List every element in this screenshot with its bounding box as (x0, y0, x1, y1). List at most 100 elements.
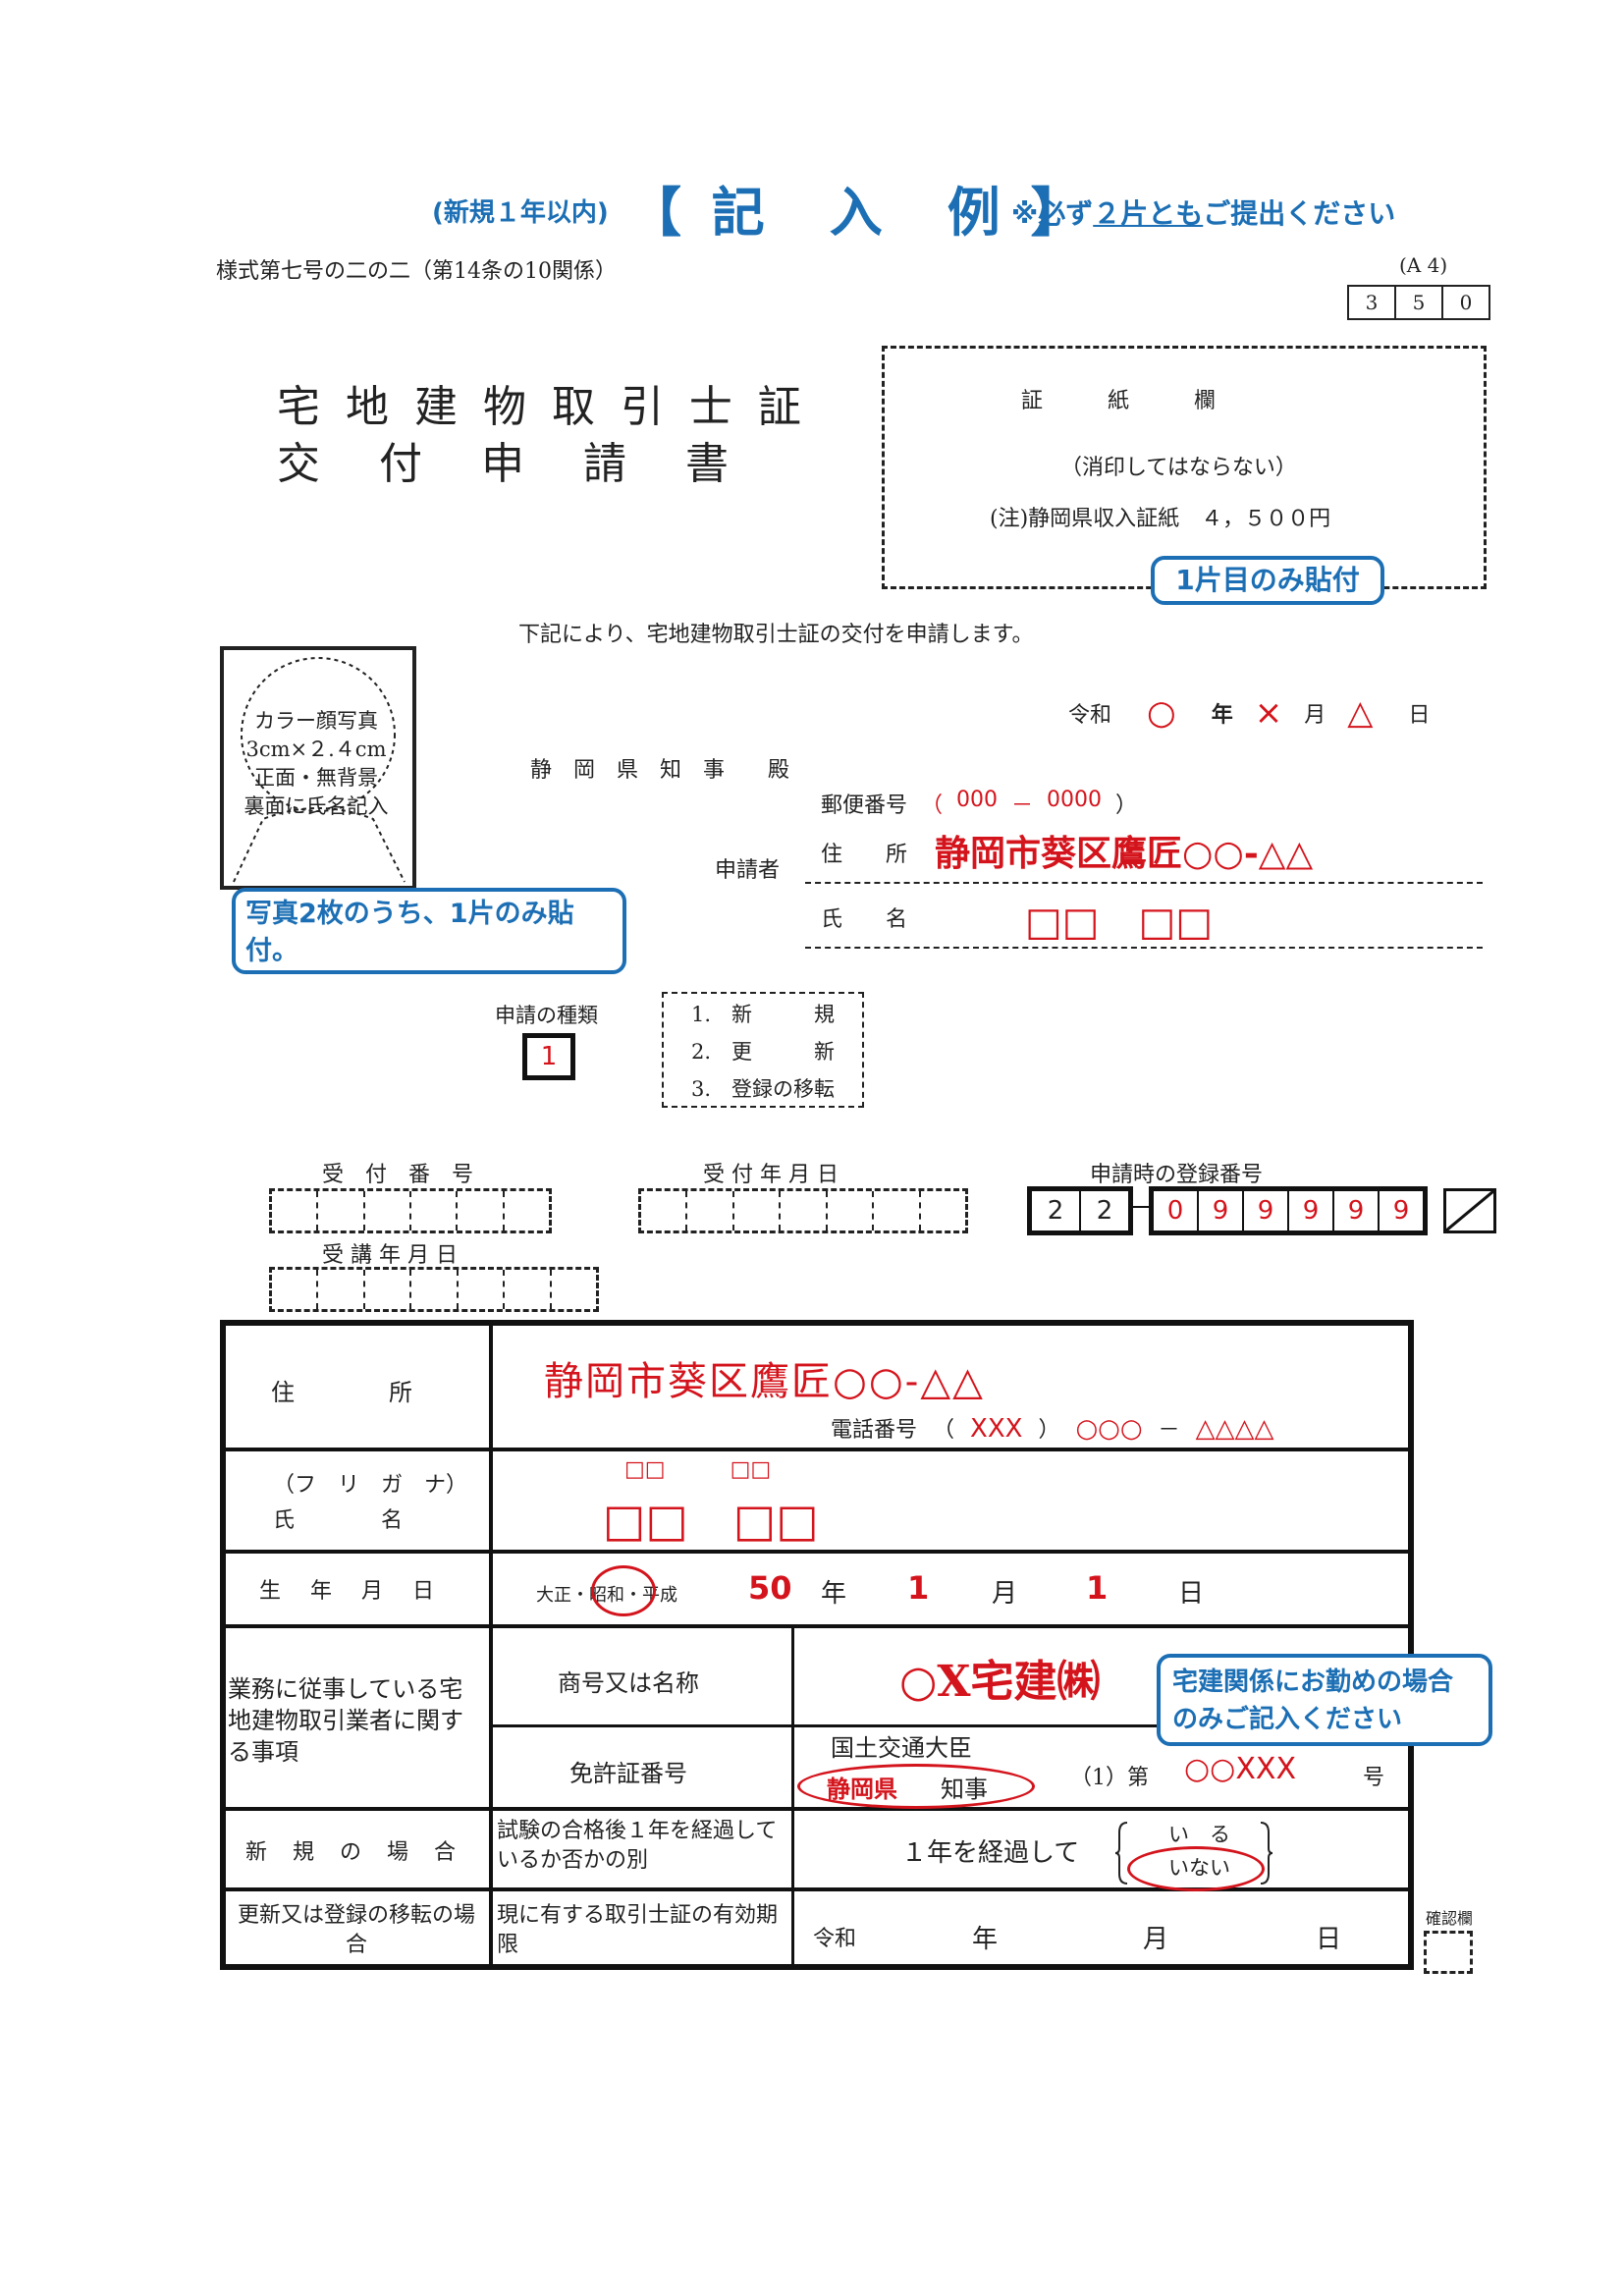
license-pref-ring (797, 1764, 1035, 1809)
divider (805, 947, 1483, 949)
stamp-callout: 1片目のみ貼付 (1151, 556, 1384, 605)
new-case-question: 試験の合格後１年を経過しているか否かの別 (497, 1819, 778, 1873)
reg-digit: 0 (1154, 1191, 1199, 1230)
course-date-field (269, 1267, 599, 1312)
renew-era: 令和 (813, 1927, 857, 1951)
table-name-label: 氏 名 (273, 1508, 404, 1533)
phone-area: XXX (970, 1414, 1023, 1444)
dob-month: 1 (907, 1569, 930, 1607)
column-divider (791, 1626, 794, 1967)
reg-digit: 9 (1392, 1196, 1410, 1226)
postal-dash: － (1011, 793, 1034, 818)
license-round: （1）第 (1070, 1766, 1149, 1790)
table-name: □□ □□ (603, 1494, 819, 1547)
phone-middle: ○○○ (1075, 1414, 1143, 1444)
answer-yes: い る (1168, 1823, 1230, 1846)
phone-dash: － (1158, 1418, 1180, 1443)
receipt-number-label: 受 付 番 号 (322, 1163, 474, 1187)
registration-number-label: 申請時の登録番号 (1090, 1163, 1264, 1187)
photo-line: 裏面に氏名記入 (244, 794, 389, 818)
application-type-options: 1. 新 規 2. 更 新 3. 登録の移転 (662, 992, 864, 1108)
row-divider (223, 1807, 1411, 1811)
form-code-digit: 3 (1349, 287, 1396, 318)
stamp-fee: (注)静岡県収入証紙 ４，５００円 (990, 507, 1331, 531)
pref-digit: 2 (1032, 1191, 1081, 1230)
date-year-mark: ○ (1147, 693, 1176, 733)
column-divider (489, 1323, 493, 1967)
form-code-digit: 0 (1459, 291, 1473, 314)
furigana-value: □□ □□ (624, 1457, 772, 1482)
row-divider (223, 1887, 1411, 1891)
application-date: 令和 ○ 年 × 月 △ 日 (1068, 693, 1430, 733)
row-divider (223, 1624, 1411, 1628)
furigana-label: （フ リ ガ ナ） (273, 1473, 468, 1498)
row-divider (223, 1448, 1411, 1451)
date-month-mark: × (1254, 693, 1283, 733)
date-era: 令和 (1068, 703, 1112, 728)
license-governor: 知事 (941, 1776, 988, 1803)
photo-line: 正面・無背景 (254, 766, 378, 790)
date-day-mark: △ (1347, 693, 1374, 733)
company-callout: 宅建関係にお勤めの場合のみご記入ください (1157, 1654, 1492, 1746)
applicant-address: 静岡市葵区鷹匠○○-△△ (935, 833, 1314, 874)
applicant-name: □□ □□ (1025, 900, 1214, 945)
new-case-answer-prefix: １年を経過して (901, 1838, 1080, 1868)
date-day-label: 日 (1408, 703, 1431, 728)
renew-case-label: 更新又は登録の移転の場合 (237, 1903, 475, 1957)
date-year-label: 年 (1211, 703, 1233, 728)
dob-day: 1 (1086, 1569, 1109, 1607)
phone-open: （ (933, 1418, 955, 1443)
table-address-label: 住 所 (271, 1379, 412, 1406)
phone-label: 電話番号 (831, 1418, 918, 1443)
slash-box (1443, 1188, 1496, 1233)
check-box (1424, 1931, 1473, 1974)
paper-size: (A 4) (1399, 253, 1448, 277)
pref-digit: 2 (1096, 1196, 1113, 1226)
photo-callout: 写真2枚のうち、1片のみ貼付。 (232, 888, 626, 974)
employer-section-label: 業務に従事している宅地建物取引業者に関する事項 (228, 1675, 463, 1766)
applicant-label: 申請者 (715, 858, 781, 883)
row-divider (491, 1724, 1411, 1727)
receipt-date-field (638, 1188, 968, 1233)
company-label: 商号又は名称 (558, 1669, 699, 1697)
photo-line: カラー顔写真 (254, 709, 378, 733)
renew-year: 年 (972, 1925, 999, 1954)
date-month-label: 月 (1304, 703, 1326, 728)
course-date-label: 受 講 年 月 日 (322, 1243, 458, 1268)
answer-selected-ring (1127, 1846, 1265, 1891)
license-label: 免許証番号 (569, 1760, 687, 1787)
note-text-1: ※必ず (1011, 197, 1094, 230)
name-label: 氏 名 (821, 907, 908, 932)
renew-case-question: 現に有する取引士証の有効期限 (497, 1903, 779, 1957)
reg-digit: 9 (1244, 1191, 1289, 1230)
option-renew: 2. 更 新 (691, 1040, 836, 1064)
dob-year-unit: 年 (821, 1579, 847, 1609)
license-suffix: 号 (1363, 1766, 1385, 1790)
reg-digit: 9 (1289, 1191, 1334, 1230)
form-code-box: 3 5 0 (1347, 285, 1490, 320)
form-title-line2: 交 付 申 請 書 (277, 439, 736, 489)
renew-day: 日 (1316, 1925, 1342, 1954)
divider (805, 882, 1483, 884)
photo-line: 3cm×２.４cm (245, 738, 387, 761)
application-type-label: 申請の種類 (495, 1004, 598, 1027)
reg-digit: 9 (1334, 1191, 1380, 1230)
page-title: 【 記 入 例 】 (628, 181, 1090, 244)
silhouette-icon (233, 657, 406, 883)
header-note-left: (新規１年以内) (432, 198, 609, 228)
row-divider (223, 1550, 1411, 1554)
postal-label: 郵便番号 (821, 793, 908, 818)
table-address: 静岡市葵区鷹匠○○-△△ (544, 1359, 985, 1404)
postal-second: 0000 (1047, 788, 1103, 812)
stamp-heading: 証 紙 欄 (1021, 389, 1217, 413)
new-case-label: 新 規 の 場 合 (245, 1840, 459, 1865)
stamp-note: （消印してはならない） (1060, 456, 1297, 480)
form-code-digit: 5 (1396, 287, 1443, 318)
header-note-right: ※必ず２片ともご提出ください (1011, 192, 1395, 232)
reg-digit: 9 (1199, 1191, 1244, 1230)
address-label: 住 所 (821, 843, 908, 867)
dob-year: 50 (748, 1569, 792, 1607)
prefecture-code: 2 2 (1027, 1186, 1133, 1235)
dob-month-unit: 月 (992, 1579, 1018, 1609)
intro-text: 下記により、宅地建物取引士証の交付を申請します。 (518, 623, 1034, 647)
